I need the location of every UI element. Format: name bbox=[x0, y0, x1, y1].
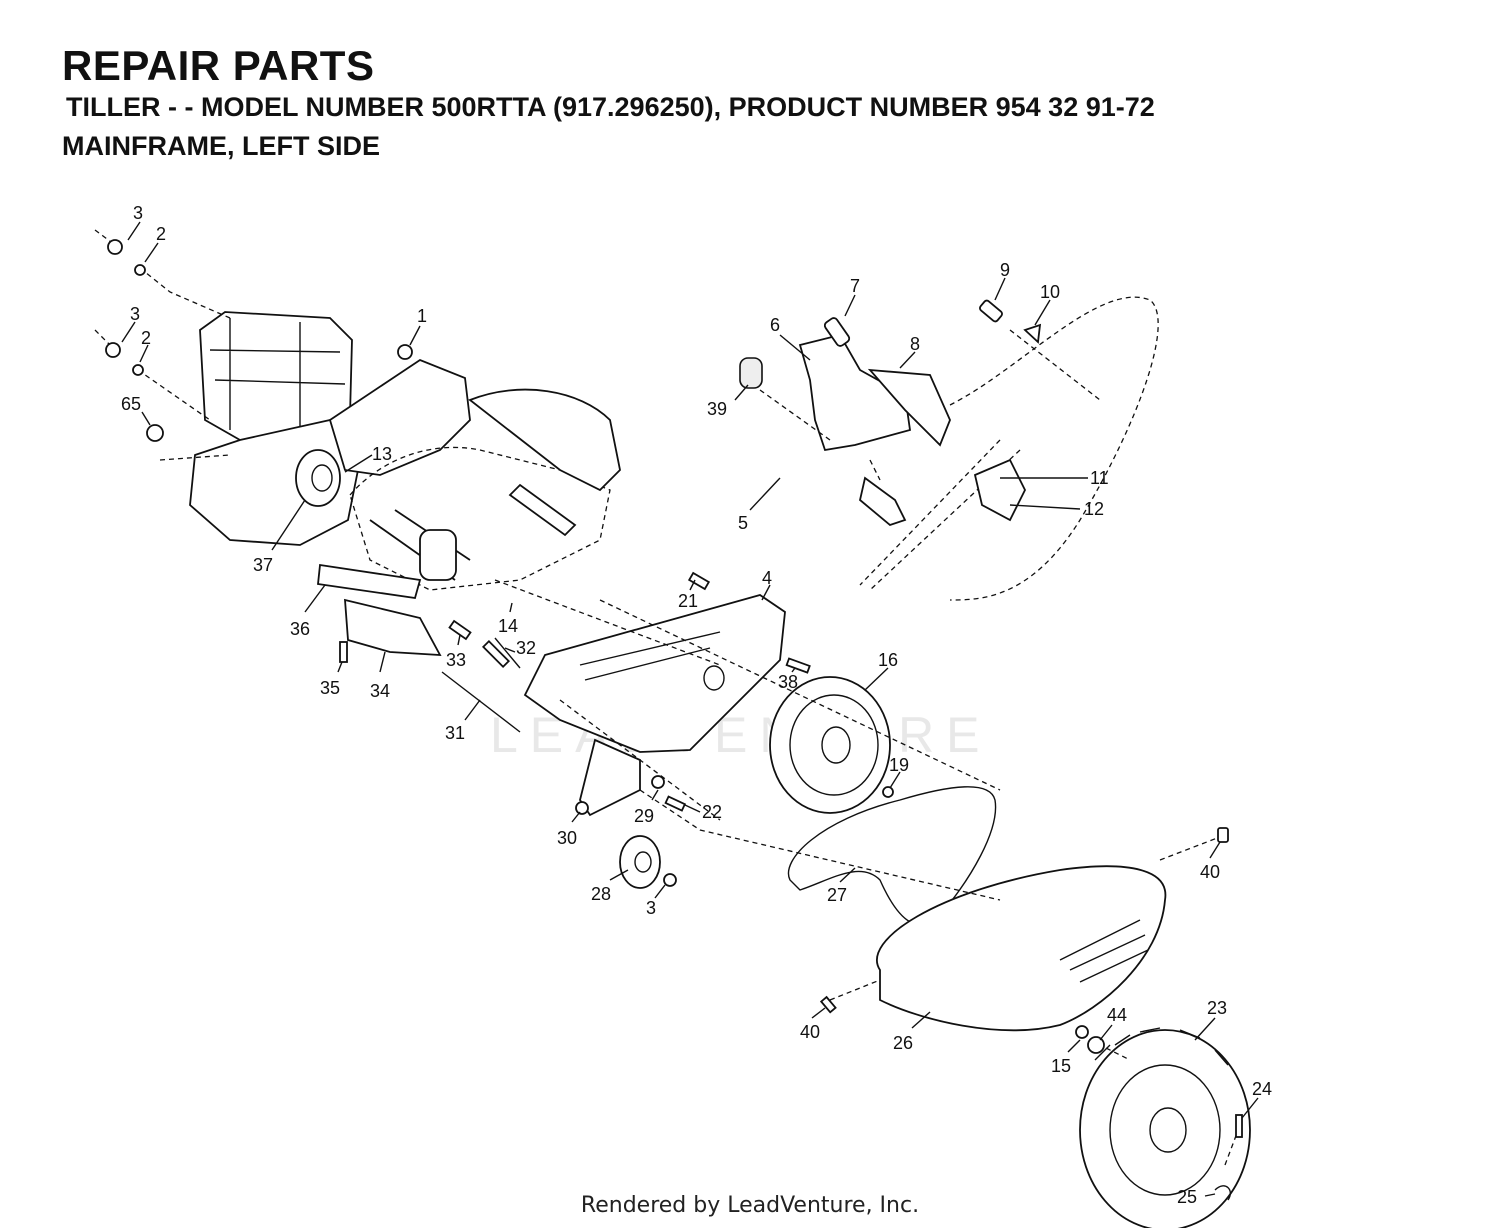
callout-35: 35 bbox=[320, 678, 340, 698]
engine-illustration bbox=[159, 311, 361, 546]
callout-14: 14 bbox=[498, 616, 518, 636]
callout-3: 3 bbox=[646, 898, 656, 918]
control-cable bbox=[859, 296, 1159, 601]
model-subtitle: TILLER - - MODEL NUMBER 500RTTA (917.296… bbox=[66, 92, 1155, 122]
engine-pulley bbox=[295, 449, 341, 507]
callout-26: 26 bbox=[893, 1033, 913, 1053]
page-title: REPAIR PARTS bbox=[62, 42, 375, 89]
bracket-assembly bbox=[317, 563, 521, 733]
callout-16: 16 bbox=[878, 650, 898, 670]
callout-labels: 3 2 3 2 65 1 13 37 36 35 34 33 14 32 31 … bbox=[121, 203, 1272, 1207]
idler-bracket bbox=[579, 738, 661, 889]
drive-belt bbox=[787, 786, 997, 926]
callout-37: 37 bbox=[253, 555, 273, 575]
callout-24: 24 bbox=[1252, 1079, 1272, 1099]
callout-29: 29 bbox=[634, 806, 654, 826]
callout-13: 13 bbox=[372, 444, 392, 464]
callout-21: 21 bbox=[678, 591, 698, 611]
callout-19: 19 bbox=[889, 755, 909, 775]
section-title: MAINFRAME, LEFT SIDE bbox=[62, 131, 380, 161]
callout-22: 22 bbox=[702, 802, 722, 822]
callout-40: 40 bbox=[800, 1022, 820, 1042]
wheel-tire bbox=[1079, 1027, 1251, 1228]
callout-9: 9 bbox=[1000, 260, 1010, 280]
callout-44: 44 bbox=[1107, 1005, 1127, 1025]
belt-cover bbox=[876, 865, 1167, 1032]
callout-12: 12 bbox=[1084, 499, 1104, 519]
callout-65: 65 bbox=[121, 394, 141, 414]
callout-27: 27 bbox=[827, 885, 847, 905]
callout-32: 32 bbox=[516, 638, 536, 658]
callout-30: 30 bbox=[557, 828, 577, 848]
callout-7: 7 bbox=[850, 276, 860, 296]
callout-31: 31 bbox=[445, 723, 465, 743]
callout-4: 4 bbox=[762, 568, 772, 588]
callout-3: 3 bbox=[133, 203, 143, 223]
callout-36: 36 bbox=[290, 619, 310, 639]
callout-38: 38 bbox=[778, 672, 798, 692]
large-pulley bbox=[769, 676, 891, 814]
hardware-parts bbox=[105, 239, 1243, 1201]
shift-bracket bbox=[739, 333, 951, 527]
callout-6: 6 bbox=[770, 315, 780, 335]
callout-25: 25 bbox=[1177, 1187, 1197, 1207]
callout-3: 3 bbox=[130, 304, 140, 324]
callout-33: 33 bbox=[446, 650, 466, 670]
footer-credit: Rendered by LeadVenture, Inc. bbox=[580, 1193, 920, 1218]
callout-11: 11 bbox=[1090, 468, 1109, 488]
callout-28: 28 bbox=[591, 884, 611, 904]
callout-39: 39 bbox=[707, 399, 727, 419]
callout-34: 34 bbox=[370, 681, 390, 701]
callout-15: 15 bbox=[1051, 1056, 1071, 1076]
callout-40: 40 bbox=[1200, 862, 1220, 882]
callout-5: 5 bbox=[738, 513, 748, 533]
callout-23: 23 bbox=[1207, 998, 1227, 1018]
callout-8: 8 bbox=[910, 334, 920, 354]
callout-1: 1 bbox=[417, 306, 427, 326]
callout-10: 10 bbox=[1040, 282, 1060, 302]
callout-2: 2 bbox=[141, 328, 151, 348]
mainframe-illustration bbox=[328, 358, 621, 591]
callout-2: 2 bbox=[156, 224, 166, 244]
